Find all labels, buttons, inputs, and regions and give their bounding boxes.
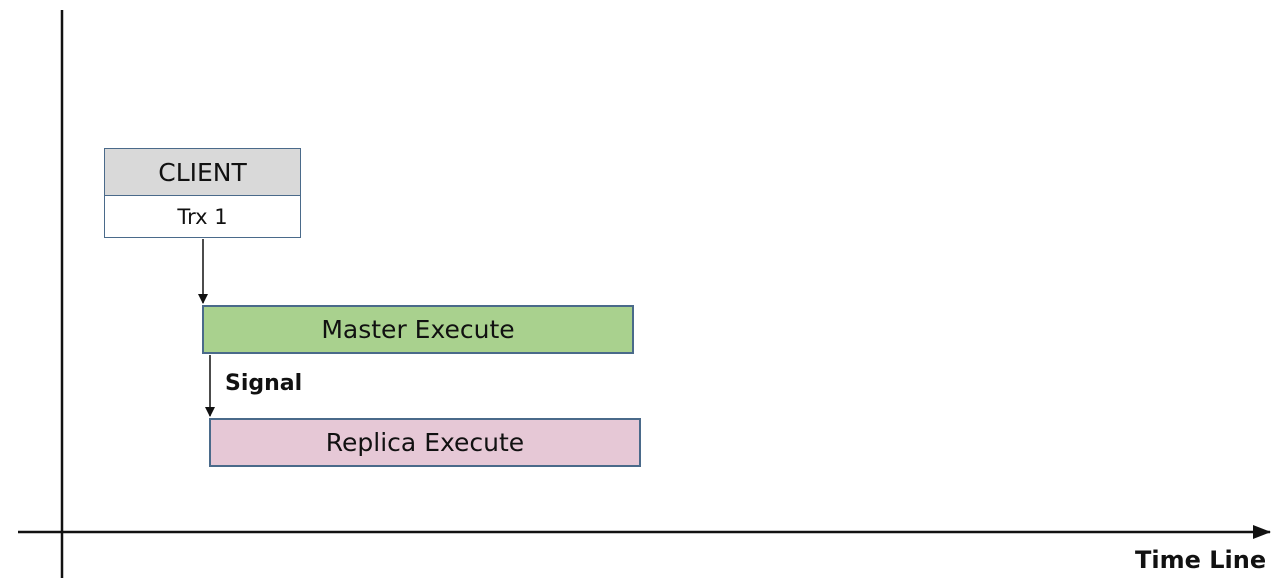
replica-execute-bar: Replica Execute [209,418,641,467]
client-header: CLIENT [105,149,300,196]
time-line-label: Time Line [1135,546,1267,574]
signal-label: Signal [225,371,303,396]
client-box: CLIENT Trx 1 [104,148,301,238]
client-transaction-label: Trx 1 [177,205,228,229]
master-execute-bar: Master Execute [202,305,634,354]
